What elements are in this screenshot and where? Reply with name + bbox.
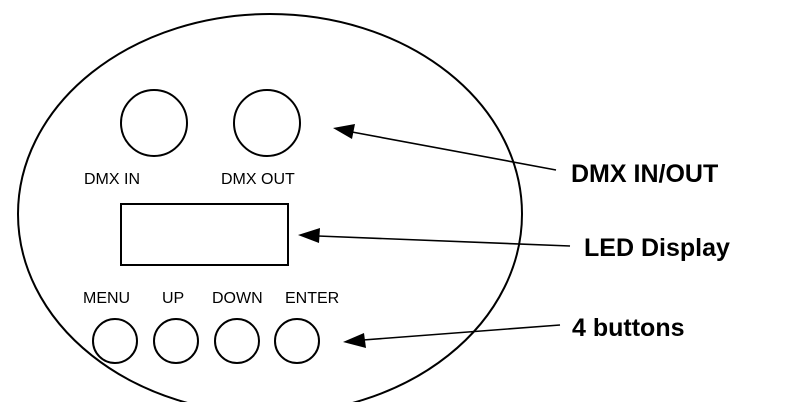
up-button-label: UP	[162, 290, 184, 307]
dmx-in-label: DMX IN	[84, 171, 140, 188]
buttons-pointer	[343, 324, 561, 348]
led-display-callout: LED Display	[584, 234, 730, 262]
menu-button-label: MENU	[83, 290, 130, 307]
up-button	[153, 318, 199, 364]
dmx-out-label: DMX OUT	[221, 171, 295, 188]
down-button	[214, 318, 260, 364]
device-panel-outline	[17, 13, 523, 402]
enter-button-label: ENTER	[285, 290, 339, 307]
connectors-pointer	[333, 124, 557, 171]
enter-button	[274, 318, 320, 364]
display-pointer	[298, 228, 571, 247]
led-display	[120, 203, 289, 266]
dmx-in-out-callout: DMX IN/OUT	[571, 160, 718, 188]
connectors-pointer-arrowhead	[333, 124, 355, 139]
buttons-pointer-arrowhead	[343, 333, 366, 348]
down-button-label: DOWN	[212, 290, 263, 307]
dmx-out-connector	[233, 89, 301, 157]
buttons-callout: 4 buttons	[572, 314, 685, 342]
menu-button	[92, 318, 138, 364]
display-pointer-arrowhead	[298, 228, 320, 243]
dmx-in-connector	[120, 89, 188, 157]
